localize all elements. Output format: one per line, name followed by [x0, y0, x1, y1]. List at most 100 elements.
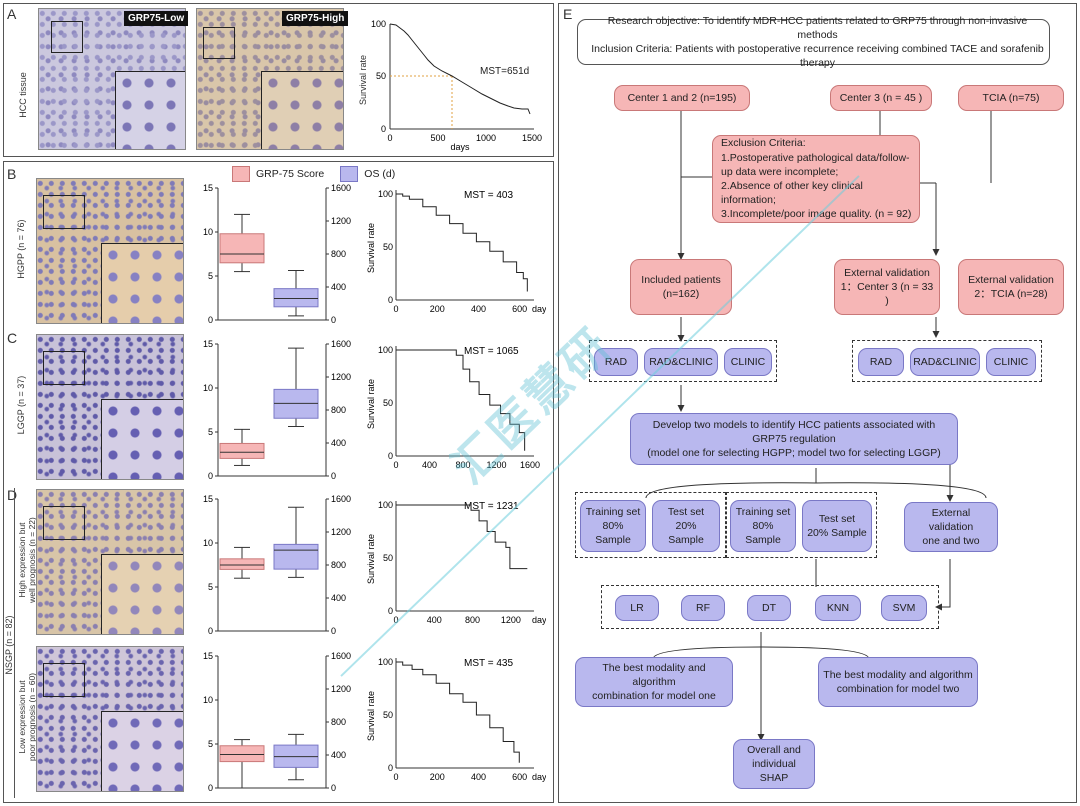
modality-rad-right: RAD [858, 348, 904, 376]
split-line: 20% Sample [807, 527, 867, 539]
km-xlabel: days [450, 142, 470, 152]
km-curve [389, 23, 531, 115]
panel-e-letter: E [563, 6, 573, 22]
km-xtick: 0 [393, 304, 398, 314]
ext2-box: External validation 2：TCIA (n=28) [958, 259, 1064, 315]
km-ytick: 0 [381, 124, 386, 134]
box-right-tick-label: 1200 [331, 684, 351, 694]
box-left-tick-label: 10 [203, 227, 213, 237]
km-ytick: 0 [388, 763, 393, 773]
split-line: Training set [735, 505, 791, 518]
box-right-tick-label: 0 [331, 783, 336, 793]
box-right-tick-label: 0 [331, 626, 336, 636]
box-right-tick-label: 800 [331, 560, 346, 570]
split-right-group [726, 492, 877, 558]
legend-score-swatch [232, 166, 250, 182]
km-xtick: 200 [430, 772, 445, 782]
os-box [273, 543, 319, 570]
box-right-tick-label: 1600 [331, 339, 351, 349]
box-left-tick-label: 10 [203, 538, 213, 548]
panel-a-row-label: HCC tissue [18, 72, 28, 118]
box-left-tick-label: 5 [208, 271, 213, 281]
objective-box: Research objective: To identify MDR-HCC … [577, 15, 1050, 69]
best-line: The best modality and algorithm [823, 668, 973, 681]
tcia-label: TCIA (n=75) [982, 91, 1040, 104]
shap-line: individual SHAP [752, 757, 796, 785]
row-label: LGGP (n = 37) [16, 375, 26, 435]
algo-knn: KNN [815, 595, 861, 621]
ext1-box: External validation 1：Center 3 (n = 33 ) [834, 259, 940, 315]
km-ytick: 100 [378, 345, 393, 355]
km-ytick: 100 [371, 19, 386, 29]
modality-label: CLINIC [993, 355, 1029, 368]
tcia-box: TCIA (n=75) [958, 85, 1064, 111]
split-line: Test set [667, 505, 705, 518]
km-xtick: 0 [387, 133, 392, 143]
exclusion-line: 2.Absence of other key clinical informat… [721, 180, 863, 207]
box-right-tick-label: 400 [331, 750, 346, 760]
box-left-tick-label: 5 [208, 427, 213, 437]
box-right-tick-label: 400 [331, 593, 346, 603]
zoom-inset [101, 399, 183, 479]
algorithm-group [601, 585, 939, 629]
badge-grp75-low: GRP75-Low [124, 11, 189, 26]
split-line: 20% Sample [668, 519, 704, 547]
km-ytick: 100 [378, 189, 393, 199]
exclusion-line: Exclusion Criteria: [721, 137, 806, 150]
km-ytick: 0 [388, 606, 393, 616]
box-right-tick-label: 800 [331, 405, 346, 415]
zoom-box [43, 351, 85, 385]
split-left-group [575, 492, 726, 558]
km-xunit: days [532, 772, 546, 782]
zoom-box [51, 21, 83, 53]
box-left-tick-label: 0 [208, 783, 213, 793]
km-curve [396, 661, 520, 763]
nsgp-bracket [14, 488, 15, 798]
km-xtick: 400 [427, 615, 442, 625]
zoom-box [203, 27, 235, 59]
ext2-line: External validation [968, 273, 1054, 286]
box-right-tick-label: 1600 [331, 494, 351, 504]
km-xtick: 800 [465, 615, 480, 625]
panel-c-letter: C [7, 330, 18, 346]
algo-svm: SVM [881, 595, 927, 621]
score-box [219, 558, 265, 570]
km-xtick: 400 [471, 772, 486, 782]
extval-line: External validation [928, 506, 974, 533]
km-ylabel: Survival rate [366, 223, 376, 273]
box-left-tick-label: 10 [203, 695, 213, 705]
histology-high-image [196, 8, 344, 150]
modality-left-group [589, 340, 777, 382]
box-right-tick-label: 1600 [331, 651, 351, 661]
box-left-tick-label: 15 [203, 651, 213, 661]
extval-line: one and two [922, 535, 980, 548]
km-ytick: 100 [378, 657, 393, 667]
split-line: Training set [585, 505, 641, 518]
modality-clinic-right: CLINIC [986, 348, 1036, 376]
km-curve [396, 504, 528, 570]
km-xtick: 200 [430, 304, 445, 314]
exclusion-line: 1.Postoperative pathological data/follow… [721, 151, 910, 164]
row-label: Low expression but [17, 680, 27, 754]
exclusion-box: Exclusion Criteria: 1.Postoperative path… [712, 135, 920, 223]
histology-image [36, 646, 184, 792]
included-line: (n=162) [662, 288, 700, 300]
legend-score: GRP-75 Score [232, 166, 324, 182]
km-xtick: 800 [455, 460, 470, 470]
km-xunit: days [532, 615, 546, 625]
zoom-box [43, 195, 85, 229]
km-mst: MST = 1231 [464, 501, 519, 512]
box-left-tick-label: 15 [203, 183, 213, 193]
box-right-tick-label: 1200 [331, 216, 351, 226]
km-ytick: 0 [388, 451, 393, 461]
zoom-inset [101, 711, 183, 791]
center12-label: Center 1 and 2 (n=195) [627, 91, 737, 104]
